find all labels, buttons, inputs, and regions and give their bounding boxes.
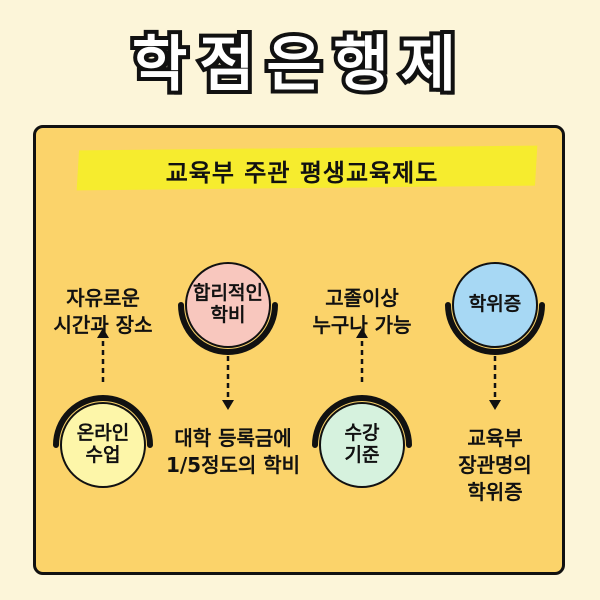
arrow-up-criteria [356, 328, 368, 382]
label-online-class: 자유로운 시간과 장소 [53, 286, 153, 337]
circle-online-class: 온라인 수업 [60, 402, 146, 488]
page-title-wrap: 학점은행제 [0, 14, 600, 104]
circle-degree-text: 학위증 [468, 293, 522, 316]
ring-arc-tuition [178, 302, 278, 355]
subtitle: 교육부 주관 평생교육제도 [165, 159, 439, 187]
page-title: 학점은행제 [128, 26, 468, 104]
arrow-up-online [97, 328, 109, 382]
label-criteria: 고졸이상 누구나 가능 [312, 286, 412, 337]
info-panel: 교육부 주관 평생교육제도 온라인 수업 자유로운 시간과 장소 합리적인 학비… [33, 125, 565, 575]
ring-arc-online [53, 395, 153, 448]
label-degree: 교육부 장관명의 학위증 [458, 426, 532, 504]
arrow-down-tuition [222, 356, 234, 410]
circle-online-class-text: 온라인 수업 [76, 422, 130, 466]
ring-arc-degree [445, 302, 545, 355]
circle-criteria: 수강 기준 [319, 402, 405, 488]
ring-arc-criteria [312, 395, 412, 448]
circle-tuition-text: 합리적인 학비 [193, 282, 263, 326]
circle-degree: 학위증 [452, 262, 538, 348]
label-tuition: 대학 등록금에 1/5정도의 학비 [165, 426, 301, 477]
arrow-down-degree [489, 356, 501, 410]
circle-criteria-text: 수강 기준 [344, 422, 380, 466]
circle-tuition: 합리적인 학비 [185, 262, 271, 348]
